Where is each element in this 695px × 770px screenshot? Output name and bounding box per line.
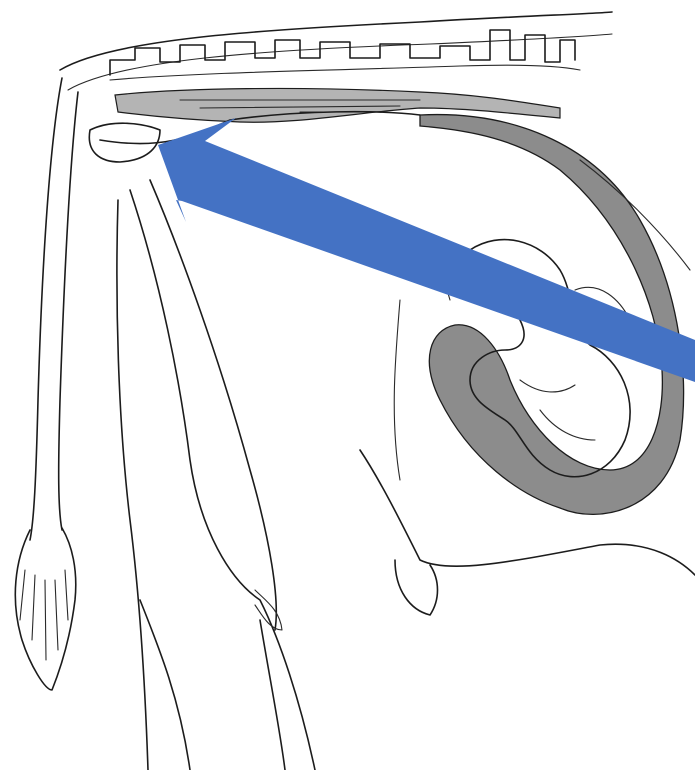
hind-leg-front bbox=[130, 190, 315, 770]
pointer-arrow bbox=[158, 118, 695, 382]
cow-outline-drawing bbox=[15, 12, 695, 770]
tail bbox=[30, 78, 62, 540]
vertebral-column-lower bbox=[110, 65, 580, 80]
thigh-line bbox=[150, 180, 276, 630]
stifle bbox=[255, 590, 282, 630]
vagina bbox=[100, 112, 420, 144]
rectum-band bbox=[115, 88, 560, 122]
udder bbox=[395, 560, 438, 615]
lower-leg bbox=[140, 600, 285, 770]
hind-leg-back bbox=[117, 200, 148, 770]
arrow-shaft-and-head bbox=[158, 118, 695, 382]
vertebral-column bbox=[110, 30, 575, 75]
tail-inner bbox=[59, 92, 78, 530]
tail-switch-hair bbox=[20, 570, 68, 660]
back-line bbox=[60, 12, 612, 70]
